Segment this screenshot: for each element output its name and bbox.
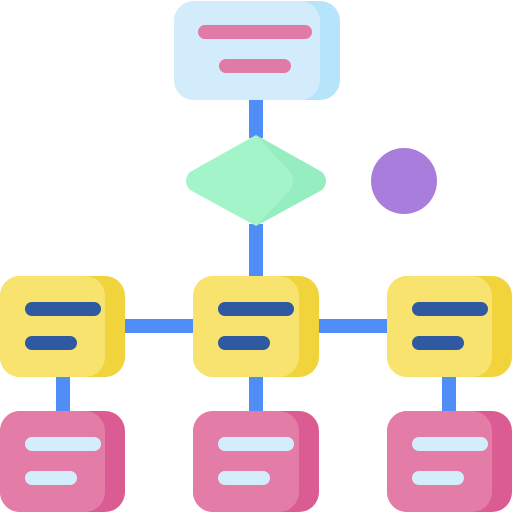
- start-box-text-line: [219, 59, 291, 73]
- output-box-text-line: [218, 437, 294, 451]
- decision-diamond: [186, 135, 326, 226]
- output-box-text-line: [412, 437, 488, 451]
- process-box-text-line: [218, 302, 294, 316]
- connector-decision-to-center: [249, 224, 263, 278]
- output-box-text-line: [412, 471, 464, 485]
- start-box-text-line: [198, 25, 312, 39]
- output-box-center: [193, 411, 319, 512]
- process-box-text-line: [412, 336, 464, 350]
- output-box-text-line: [25, 471, 77, 485]
- output-box-text-line: [218, 471, 270, 485]
- output-box-left: [0, 411, 125, 512]
- process-box-center: [193, 276, 319, 377]
- start-box: [174, 1, 340, 100]
- output-box-text-line: [25, 437, 101, 451]
- output-box-right: [387, 411, 512, 512]
- process-box-left: [0, 276, 125, 377]
- connector-left-to-center: [123, 319, 195, 333]
- connectors: [56, 98, 456, 412]
- connector-start-to-decision: [249, 98, 263, 138]
- process-box-right: [387, 276, 512, 377]
- process-box-text-line: [412, 302, 488, 316]
- purple-dot: [371, 148, 437, 214]
- process-box-text-line: [218, 336, 270, 350]
- connector-center-to-output: [249, 376, 263, 412]
- connector-center-to-right: [317, 319, 389, 333]
- connector-left-to-output: [56, 376, 70, 412]
- process-box-text-line: [25, 336, 77, 350]
- connector-right-to-output: [442, 376, 456, 412]
- process-box-text-line: [25, 302, 101, 316]
